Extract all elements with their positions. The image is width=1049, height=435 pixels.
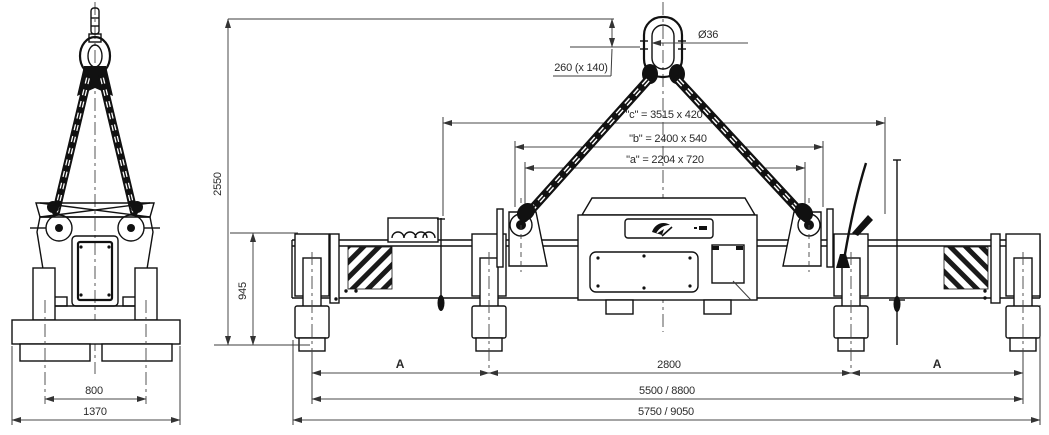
magnet-unit-3 [833, 233, 869, 370]
base-plate [11, 319, 181, 345]
dim-base-width: 1370 [11, 346, 181, 425]
side-view: 800 1370 [11, 2, 181, 425]
magnet-pad-left [19, 343, 91, 362]
hatch-marking-left [347, 246, 393, 290]
control-rod-left [437, 218, 445, 311]
control-rod-right [889, 159, 905, 345]
brand-logo-mark [652, 223, 707, 237]
flange-plate-right [983, 233, 1001, 304]
dim-pad-span-label: 800 [85, 385, 103, 397]
pulley-right [117, 214, 160, 242]
magnet-pad-right [101, 343, 173, 362]
dim-chain-b: "b" = 2400 x 540 [514, 133, 824, 207]
antenna [836, 162, 873, 268]
dim-magnet-span: 5500 / 8800 [311, 352, 1024, 404]
chain-lug-right [782, 198, 834, 272]
side-chain-left [52, 74, 92, 216]
magnet-unit-1 [294, 233, 330, 370]
dim-total-height: 2550 [212, 18, 231, 346]
dim-beam-height-label: 945 [237, 282, 249, 300]
front-chain-right [673, 75, 811, 223]
dim-chain-c: "c" = 3515 x 420 [442, 109, 886, 216]
dim-magnet-span-label: 5500 / 8800 [639, 385, 695, 397]
dim-row-spacing: A 2800 A [311, 357, 1024, 376]
dim-link-length: 260 (x 140) [553, 18, 640, 77]
hatch-marking-right [943, 246, 989, 290]
control-box [577, 197, 758, 315]
dim-link-diameter: Ø36 [651, 29, 748, 46]
dim-spacing-right-label: A [933, 357, 942, 371]
dim-chain-a: "a" = 2204 x 720 [524, 154, 806, 207]
dim-link-length-label: 260 (x 140) [554, 62, 607, 74]
dim-chain-b-label: "b" = 2400 x 540 [629, 133, 707, 145]
dim-overall-length-label: 5750 / 9050 [638, 406, 694, 418]
chain-end-lug-left [516, 202, 536, 222]
brand-logo-panel [624, 218, 714, 239]
dim-center-span-label: 2800 [657, 359, 681, 371]
master-link [640, 15, 686, 79]
cable-coil [387, 217, 439, 243]
box-foot-right [703, 299, 732, 315]
chain-end-lug-right [794, 202, 814, 222]
side-post-left [32, 267, 56, 321]
pulley-left [30, 214, 73, 242]
magnet-unit-4 [1005, 233, 1041, 370]
box-foot-left [605, 299, 634, 315]
dim-beam-height: 945 [237, 232, 256, 346]
dim-pad-span: 800 [44, 385, 147, 402]
front-chain-left [519, 75, 653, 223]
dim-total-height-label: 2550 [212, 172, 224, 196]
front-view: "c" = 3515 x 420 "b" = 2400 x 540 "a" = … [212, 2, 1041, 425]
dim-spacing-left-label: A [396, 357, 405, 371]
dim-chain-a-label: "a" = 2204 x 720 [626, 154, 704, 166]
dim-link-diameter-label: Ø36 [698, 29, 718, 41]
flange-plate-left [329, 233, 358, 304]
dim-overall-length: 5750 / 9050 [292, 305, 1041, 425]
magnet-unit-2 [471, 233, 507, 370]
side-door [711, 244, 752, 301]
side-chain-right [98, 74, 138, 216]
dim-chain-c-label: "c" = 3515 x 420 [625, 109, 702, 121]
access-panel [589, 251, 699, 293]
dim-base-width-label: 1370 [83, 406, 107, 418]
